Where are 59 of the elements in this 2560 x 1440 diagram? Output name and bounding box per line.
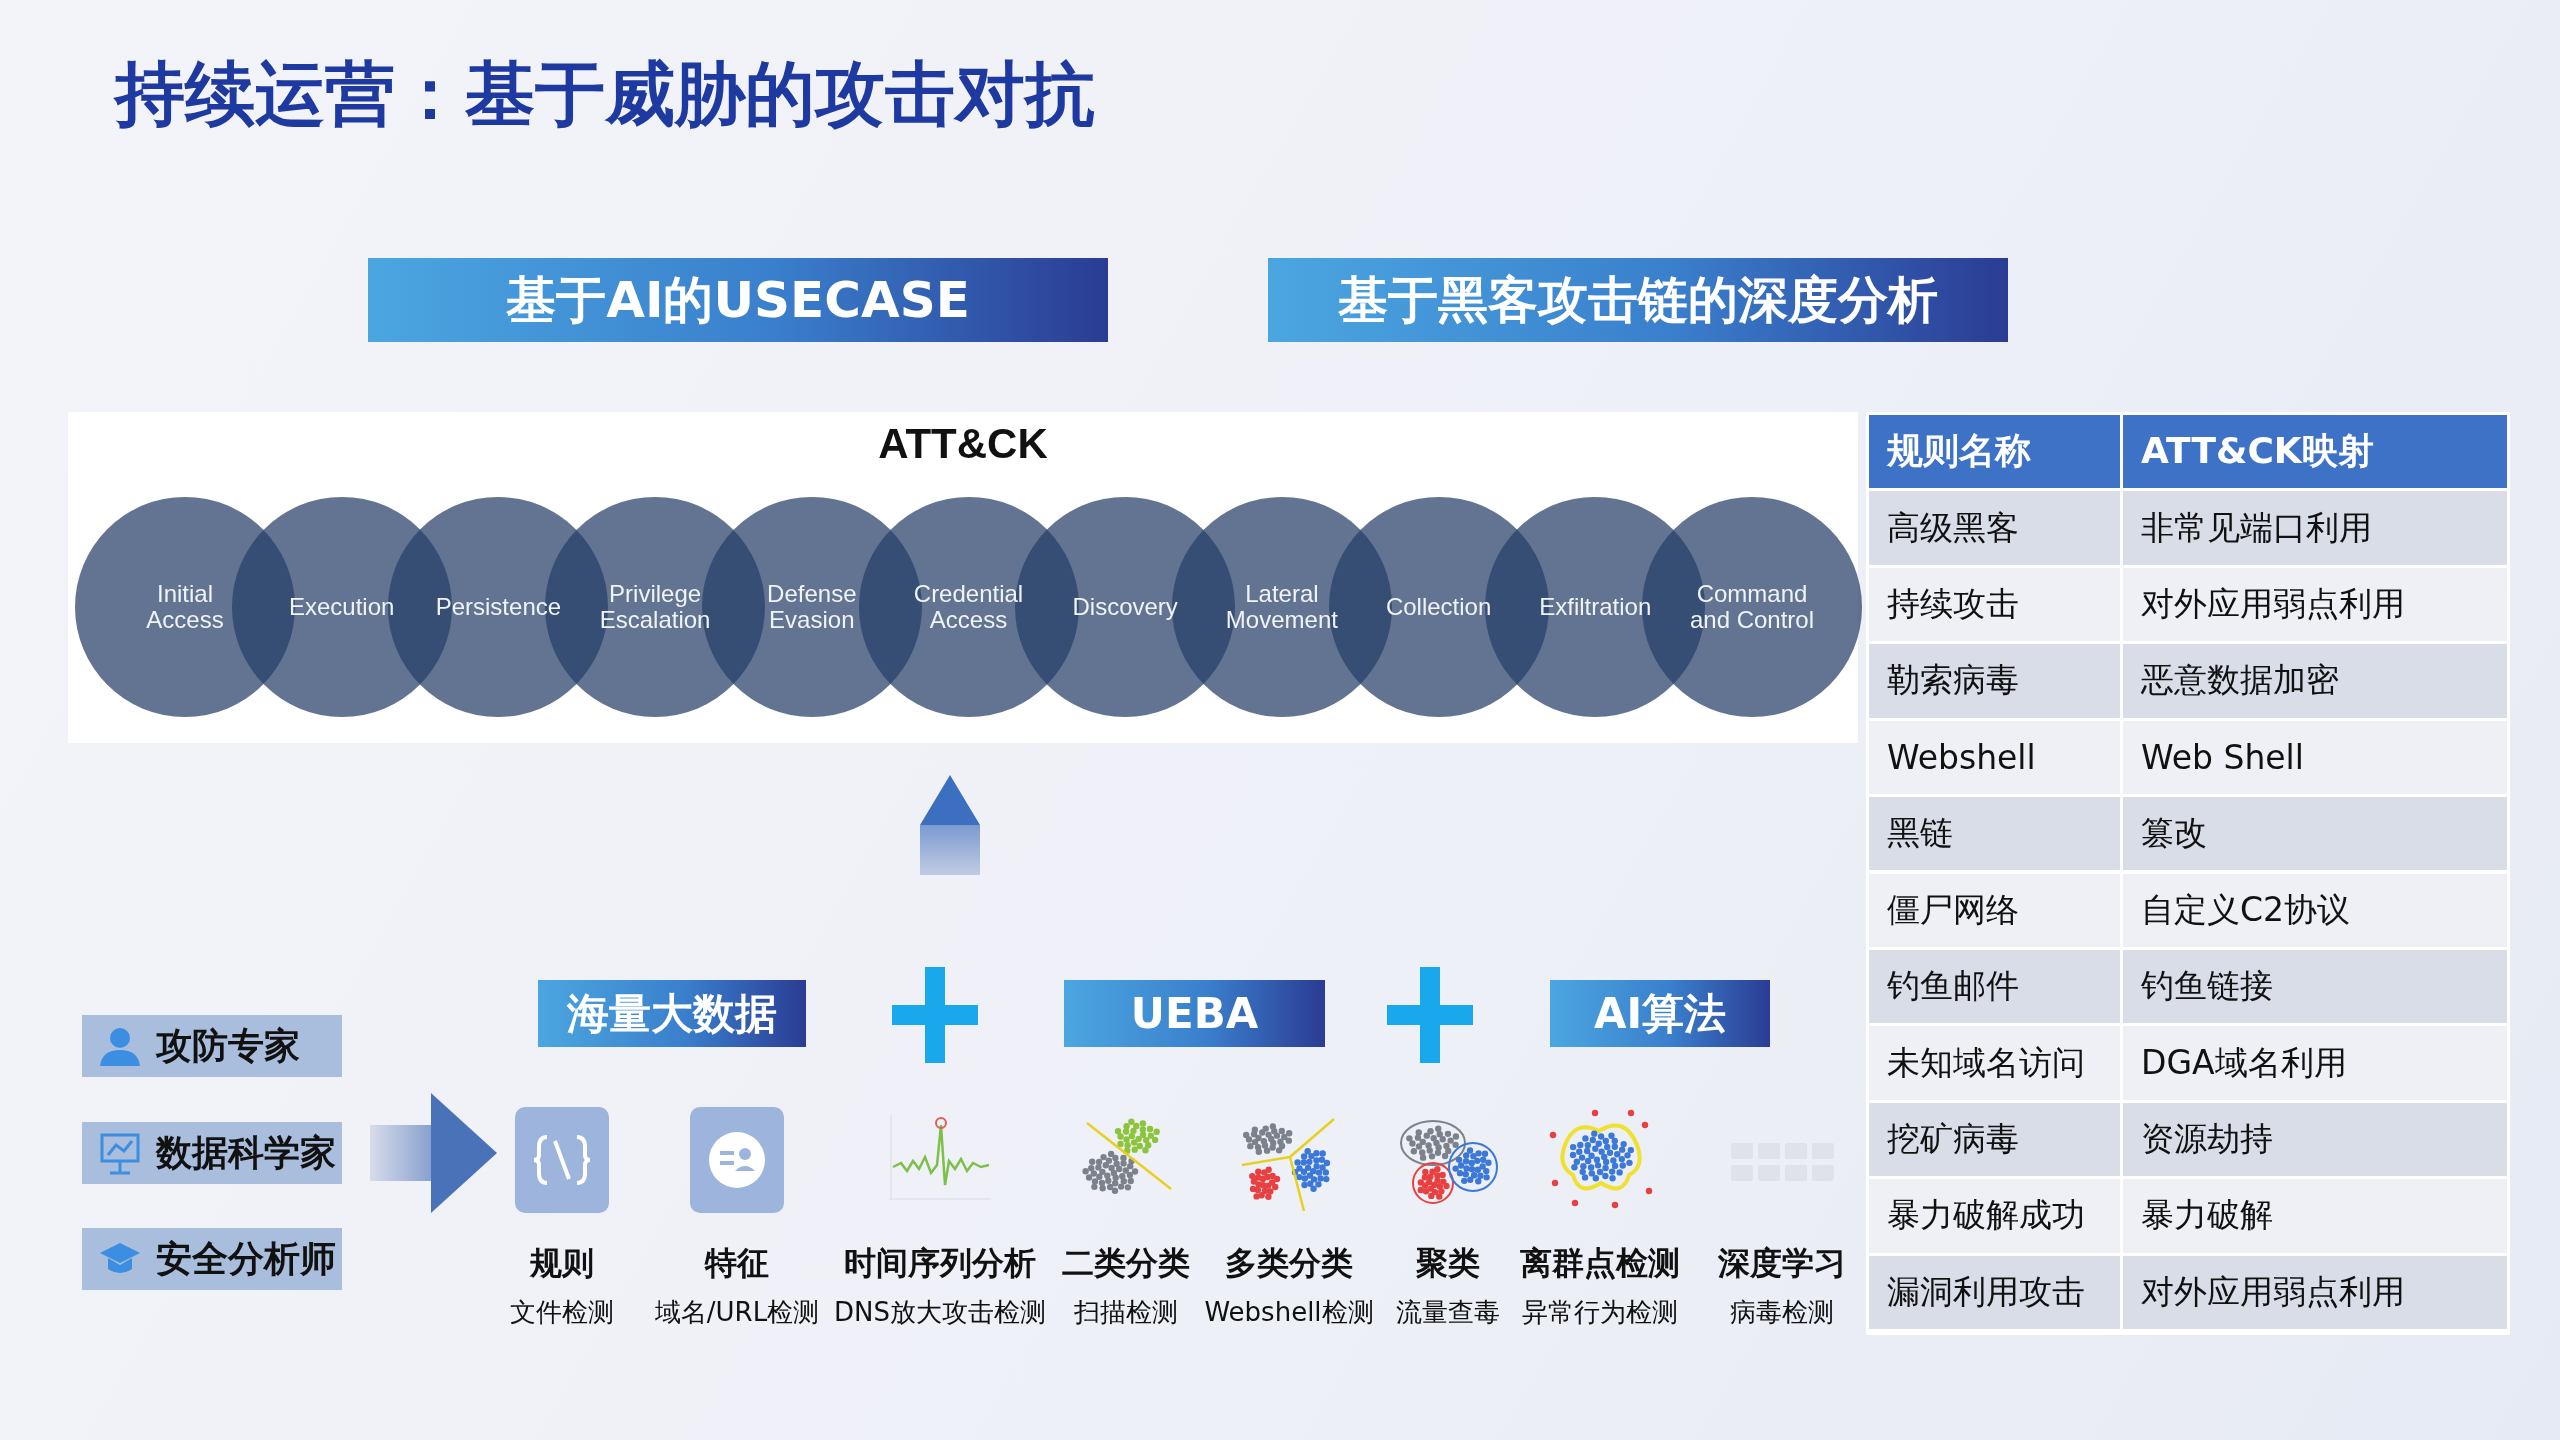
heading-banner	[1064, 980, 1325, 1047]
table-cell: 未知域名访问	[1869, 1026, 2120, 1103]
table-cell: DGA域名利用	[2123, 1026, 2507, 1103]
banner-text: UEBA	[1130, 989, 1259, 1038]
technique-name: 时间序列分析	[844, 1243, 1036, 1284]
technique-name: 规则	[530, 1243, 594, 1284]
tactic-label: Collection	[1384, 594, 1493, 620]
tactic-label: Command and Control	[1688, 581, 1816, 633]
technique-name: 离群点检测	[1520, 1243, 1680, 1284]
technique-name: 聚类	[1416, 1243, 1480, 1284]
technique-use: Webshell检测	[1204, 1296, 1374, 1329]
technique-use: 域名/URL检测	[654, 1296, 820, 1329]
heading-banner	[538, 980, 806, 1047]
technique-use: 流量查毒	[1396, 1296, 1500, 1329]
role-bar	[82, 1122, 342, 1184]
tactic-label: Defense Evasion	[766, 581, 858, 633]
technique-use: 扫描检测	[1074, 1296, 1178, 1329]
tactic-label: Initial Access	[145, 581, 225, 633]
panel-heading: ATT&CK	[877, 420, 1049, 468]
role-bar	[82, 1228, 342, 1290]
banner-text: 海量大数据	[567, 987, 777, 1040]
technique-use: DNS放大攻击检测	[834, 1296, 1046, 1329]
tactic-label: Credential Access	[912, 581, 1025, 633]
tactic-label: Discovery	[1071, 594, 1179, 620]
technique-use: 异常行为检测	[1522, 1296, 1678, 1329]
table-cell: 漏洞利用攻击	[1869, 1255, 2120, 1332]
technique-use: 文件检测	[510, 1296, 614, 1329]
tactic-label: Persistence	[434, 594, 563, 620]
table-cell: 暴力破解成功	[1869, 1179, 2120, 1256]
table-cell: 勒索病毒	[1869, 644, 2120, 721]
heading-banner	[1550, 980, 1770, 1047]
table-cell: 高级黑客	[1869, 491, 2120, 568]
block-arrow	[920, 775, 980, 875]
role-label: 数据科学家	[156, 1130, 336, 1175]
technique-name: 多类分类	[1225, 1243, 1353, 1284]
table-cell: 非常见端口利用	[2123, 491, 2507, 568]
tactic-label: Lateral Movement	[1224, 581, 1339, 633]
heading-banner	[1268, 258, 2008, 342]
role-bar	[82, 1015, 342, 1077]
table-cell: 恶意数据加密	[2123, 644, 2507, 721]
heading-banner	[368, 258, 1108, 342]
block-arrow	[370, 1093, 497, 1213]
table-cell: 僵尸网络	[1869, 873, 2120, 950]
technique-use: 病毒检测	[1730, 1296, 1834, 1329]
slide-title: 持续运营：基于威胁的攻击对抗	[115, 52, 1095, 137]
table-cell: 对外应用弱点利用	[2123, 1255, 2507, 1332]
tactic-label: Exfiltration	[1538, 594, 1653, 620]
banner-text: AI算法	[1593, 987, 1727, 1040]
banner-text: 基于黑客攻击链的深度分析	[1338, 269, 1938, 331]
table-cell: 暴力破解	[2123, 1179, 2507, 1256]
technique-name: 深度学习	[1718, 1243, 1846, 1284]
technique-name: 二类分类	[1062, 1243, 1190, 1284]
table-cell: 自定义C2协议	[2123, 873, 2507, 950]
role-label: 安全分析师	[156, 1236, 336, 1281]
role-label: 攻防专家	[156, 1023, 300, 1068]
banner-text: 基于AI的USECASE	[506, 269, 970, 331]
technique-name: 特征	[705, 1243, 769, 1284]
tactic-label: Execution	[288, 594, 396, 620]
tactic-label: Privilege Escalation	[598, 581, 712, 633]
